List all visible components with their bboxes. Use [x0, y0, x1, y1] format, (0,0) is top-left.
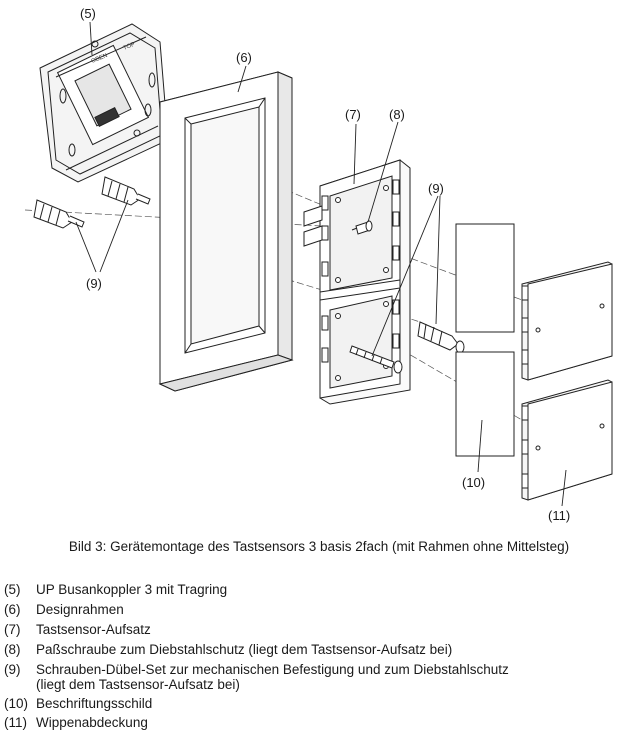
- callout-8: (8): [389, 107, 405, 122]
- legend-text: Paßschraube zum Diebstahlschutz (liegt d…: [36, 642, 453, 657]
- marking-top: TOP: [123, 42, 137, 52]
- marking-oben: OBEN: [91, 53, 109, 65]
- legend-number: (7): [4, 622, 21, 637]
- legend-item-5: (5) UP Busankoppler 3 mit Tragring: [4, 582, 509, 597]
- fitting-screw: [351, 220, 373, 235]
- legend-number: (5): [4, 582, 21, 597]
- legend-text: Wippenabdeckung: [36, 715, 148, 730]
- legend-number: (11): [4, 715, 28, 730]
- labelling-plate-lower: [455, 351, 515, 457]
- wall-plug-left-2: [101, 176, 151, 206]
- legend-text: Designrahmen: [36, 602, 124, 617]
- wall-plug-left-1: [33, 199, 85, 229]
- legend-number: (9): [4, 662, 21, 677]
- legend-text-line-1: Schrauben-Dübel-Set zur mechanischen Bef…: [36, 662, 509, 677]
- legend-text: Tastsensor-Aufsatz: [36, 622, 151, 637]
- leader-lines: [75, 21, 567, 507]
- figure-caption: Bild 3: Gerätemontage des Tastsensors 3 …: [68, 539, 570, 554]
- callout-5: (5): [80, 6, 96, 21]
- legend-text-line-2: (liegt dem Tastsensor-Aufsatz bei): [36, 677, 240, 692]
- screw-plug-set-right: [349, 321, 465, 374]
- bus-coupler-with-ring: [39, 23, 169, 183]
- legend-text: UP Busankoppler 3 mit Tragring: [36, 582, 228, 597]
- legend-number: (8): [4, 642, 21, 657]
- legend-item-10: (10) Beschriftungsschild: [4, 696, 509, 711]
- design-frame: [158, 71, 294, 392]
- labelling-plate-upper: [455, 223, 515, 333]
- legend-text: Beschriftungsschild: [36, 696, 153, 711]
- sensor-attachment: [303, 159, 411, 405]
- callout-9-left: (9): [86, 276, 102, 291]
- legend-item-11: (11) Wippenabdeckung: [4, 715, 509, 730]
- callout-7: (7): [345, 107, 361, 122]
- callout-11: (11): [548, 508, 570, 523]
- parts-legend: (5) UP Busankoppler 3 mit Tragring (6) D…: [4, 582, 509, 734]
- callout-9-right: (9): [428, 181, 444, 196]
- assembly-diagram: OBEN TOP: [24, 6, 613, 523]
- legend-number: (6): [4, 602, 21, 617]
- legend-item-6: (6) Designrahmen: [4, 602, 509, 617]
- callout-10: (10): [462, 475, 485, 490]
- callout-6: (6): [236, 50, 252, 65]
- legend-item-7: (7) Tastsensor-Aufsatz: [4, 622, 509, 637]
- legend-text: Schrauben-Dübel-Set zur mechanischen Bef…: [36, 662, 509, 692]
- rocker-cover-upper: [521, 261, 613, 381]
- legend-item-9: (9) Schrauben-Dübel-Set zur mechanischen…: [4, 662, 509, 692]
- legend-number: (10): [4, 696, 29, 711]
- legend-item-8: (8) Paßschraube zum Diebstahlschutz (lie…: [4, 642, 509, 657]
- rocker-cover-lower: [521, 379, 613, 501]
